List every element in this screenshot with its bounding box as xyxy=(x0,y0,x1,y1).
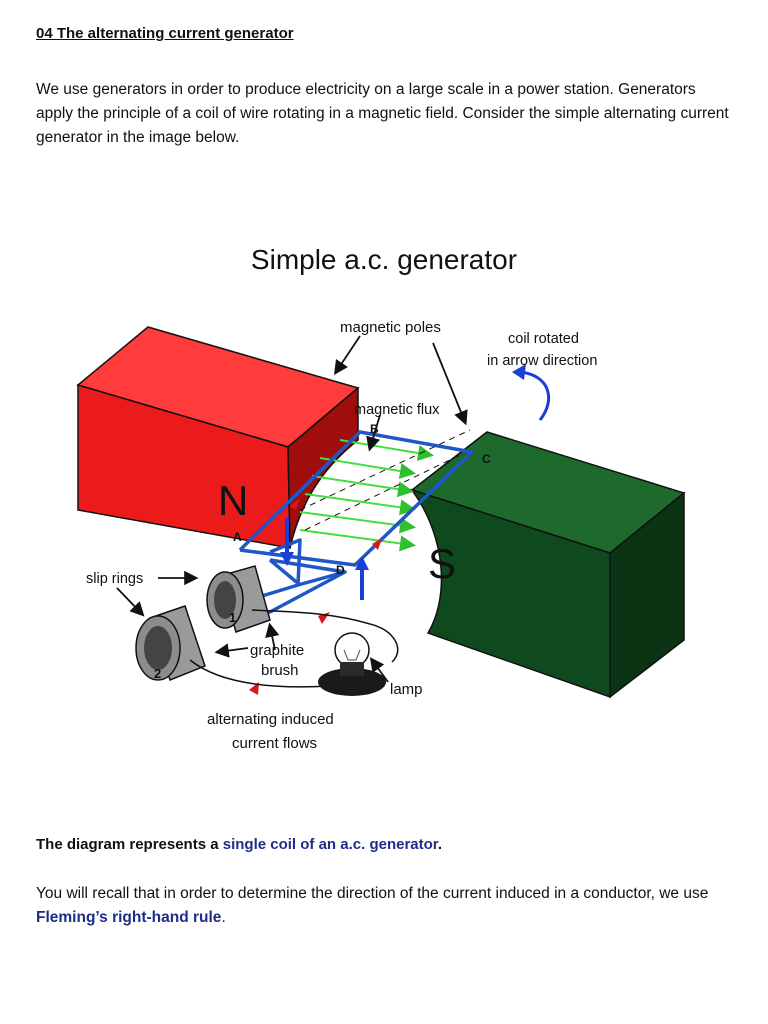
para2-suffix: . xyxy=(221,909,226,926)
label-graphite: graphite xyxy=(250,642,304,659)
diagram-description: The diagram represents a single coil of … xyxy=(36,836,442,853)
para1-suffix: . xyxy=(437,836,442,853)
coil-letter-b: B xyxy=(370,422,379,436)
label-coil-rotated: coil rotated xyxy=(508,331,579,347)
ring-number-1: 1 xyxy=(229,610,236,625)
label-alternating-induced: alternating induced xyxy=(207,711,334,728)
rotation-arrowhead-icon xyxy=(512,364,526,380)
north-pole-magnet xyxy=(76,326,360,549)
coil-dashed-guides xyxy=(299,429,471,531)
label-brush: brush xyxy=(261,662,299,679)
para2-highlight: Fleming’s right-hand rule xyxy=(36,909,222,926)
ring-number-2: 2 xyxy=(154,666,161,681)
intro-paragraph: We use generators in order to produce el… xyxy=(36,81,729,146)
para2-prefix: You will recall that in order to determi… xyxy=(36,885,709,902)
para1-highlight: single coil of an a.c. generator xyxy=(222,836,438,853)
label-in-arrow-direction: in arrow direction xyxy=(487,353,597,369)
north-pole-letter: N xyxy=(218,477,248,524)
circuit-wires xyxy=(189,609,399,688)
slip-ring-2 xyxy=(135,605,206,681)
label-slip-rings: slip rings xyxy=(86,571,143,587)
south-pole-magnet xyxy=(410,431,686,699)
fleming-paragraph: You will recall that in order to determi… xyxy=(36,882,736,930)
lamp-icon xyxy=(318,632,386,696)
south-pole-letter: S xyxy=(428,540,456,587)
slip-ring-1 xyxy=(206,565,271,633)
para1-prefix: The diagram represents a xyxy=(36,836,223,853)
coil-letter-d: D xyxy=(336,563,345,577)
coil-letter-c: C xyxy=(482,452,491,466)
label-magnetic-poles: magnetic poles xyxy=(340,319,441,336)
label-lamp: lamp xyxy=(390,681,423,698)
pointer-arrows xyxy=(116,335,468,683)
section-heading: 04 The alternating current generator xyxy=(36,25,294,42)
label-current-flows: current flows xyxy=(232,735,317,752)
label-magnetic-flux: magnetic flux xyxy=(354,402,440,418)
rotation-arrow-icon xyxy=(519,370,551,421)
figure-title: Simple a.c. generator xyxy=(250,244,518,275)
coil-letter-a: A xyxy=(233,530,242,544)
magnetic-flux-lines xyxy=(299,439,434,552)
